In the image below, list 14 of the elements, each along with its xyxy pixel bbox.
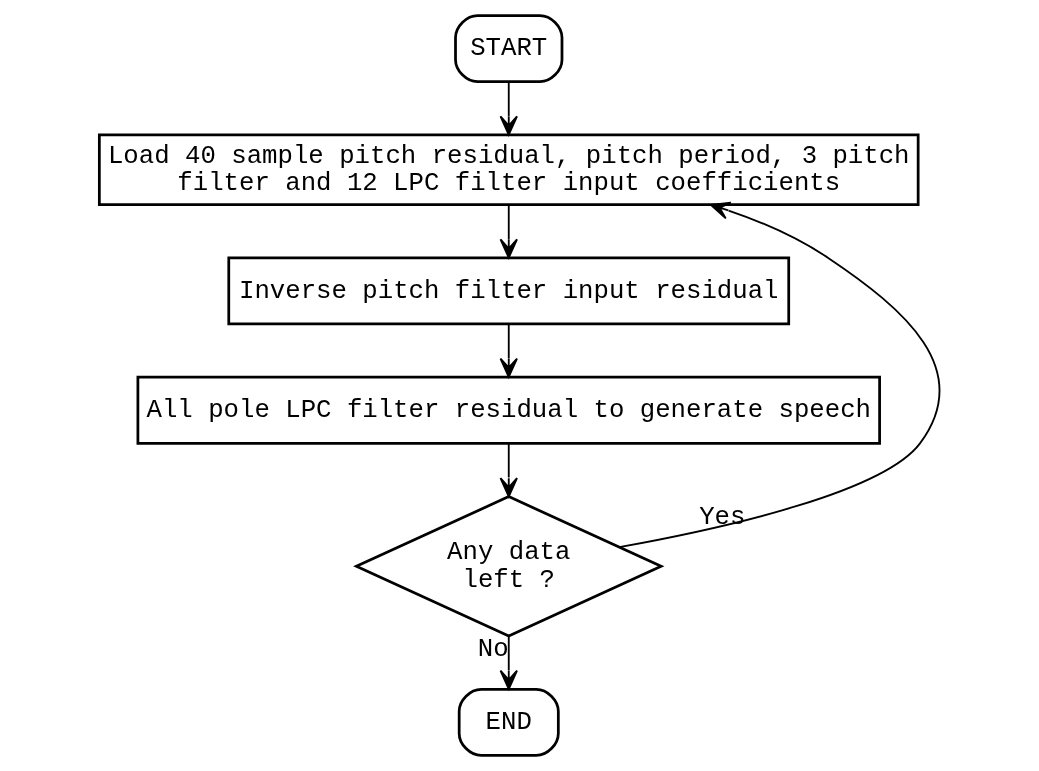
node-diamond: Any data left ? [353,495,665,638]
edge-label: Yes [699,503,746,533]
arrow [618,201,941,549]
node-box: START [454,14,564,84]
node-box: All pole LPC filter residual to generate speech [136,375,881,445]
arrow [499,323,518,378]
arrow [499,442,518,498]
node-box: Load 40 sample pitch residual, pitch period, 3 pitch filter and 12 LPC filter input coefficients [97,133,920,207]
node-box: Inverse pitch filter input residual [227,256,791,326]
node-box: END [457,687,560,757]
edge-label: No [477,635,509,665]
arrow [499,635,518,690]
arrow [499,81,518,136]
arrow [499,204,518,259]
